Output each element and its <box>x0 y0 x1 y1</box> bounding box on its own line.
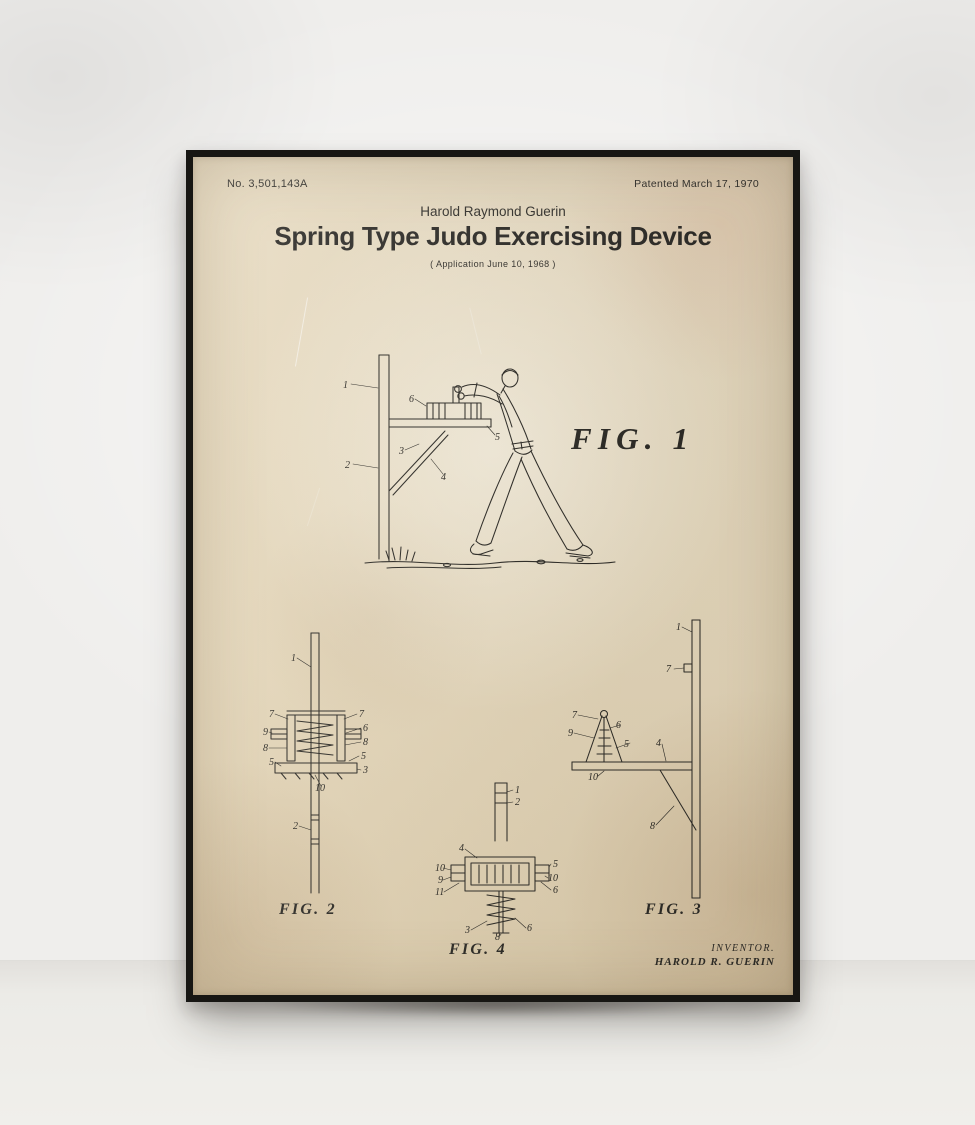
ref-numeral: 1 <box>676 622 681 633</box>
fig3-leader-lines <box>573 626 693 826</box>
author-name: Harold Raymond Guerin <box>420 204 566 219</box>
ref-numeral: 2 <box>515 797 520 808</box>
ref-numeral: 7 <box>572 710 578 721</box>
fig3-brace <box>659 769 697 831</box>
ref-numeral: 5 <box>361 751 366 762</box>
fig4-leader-lines <box>442 789 552 938</box>
ref-numeral: 2 <box>345 460 350 471</box>
ref-numeral: 6 <box>409 394 414 405</box>
patent-poster: No. 3,501,143A Patented March 17, 1970 H… <box>193 157 793 995</box>
ref-numeral: 5 <box>624 739 629 750</box>
ref-numeral: 7 <box>666 664 672 675</box>
ref-numeral: 6 <box>553 885 558 896</box>
ref-numeral: 10 <box>315 783 325 794</box>
fig1-label: FIG. 1 <box>571 421 695 456</box>
fig2-spring-housing <box>270 710 362 780</box>
scratch-mark <box>294 297 309 367</box>
ref-numeral: 3 <box>362 765 368 776</box>
inventor-name: HAROLD R. GUERIN <box>654 956 775 968</box>
ref-numeral: 5 <box>269 757 274 768</box>
fig3-label: FIG. 3 <box>645 901 703 918</box>
ref-numeral: 10 <box>588 772 598 783</box>
application-date: ( Application June 10, 1968 ) <box>430 259 556 269</box>
ref-numeral: 8 <box>495 932 500 943</box>
ref-numeral: 8 <box>650 821 655 832</box>
patent-date: Patented March 17, 1970 <box>634 178 759 190</box>
fig1-person <box>454 368 593 559</box>
ref-numeral: 9 <box>263 727 268 738</box>
patent-title: Spring Type Judo Exercising Device <box>274 221 712 251</box>
ref-numeral: 1 <box>515 785 520 796</box>
ref-numeral: 6 <box>363 723 368 734</box>
ref-numeral: 9 <box>438 875 443 886</box>
fig3-drawing: 1 7 7 9 6 5 4 10 8 <box>568 619 701 899</box>
ref-numeral: 11 <box>435 887 444 898</box>
ref-numeral: 1 <box>291 653 296 664</box>
ref-numeral: 4 <box>656 738 661 749</box>
ref-numeral: 3 <box>464 925 470 936</box>
fig3-post <box>683 619 701 899</box>
fig4-spring <box>486 890 516 934</box>
ref-numeral: 8 <box>363 737 368 748</box>
fig4-drawing: 1 2 4 10 9 11 5 10 6 3 8 6 <box>435 782 558 943</box>
ref-numeral: 3 <box>398 446 404 457</box>
fig2-drawing: 1 7 9 8 5 7 6 8 5 3 10 2 <box>263 632 368 894</box>
ref-numeral: 8 <box>263 743 268 754</box>
patent-number: No. 3,501,143A <box>227 178 308 190</box>
fig4-post <box>494 782 508 842</box>
fig2-leader-lines <box>268 657 362 831</box>
fig3-spring-assembly <box>585 709 623 763</box>
fig1-handle <box>452 386 460 404</box>
fig1-arm <box>388 418 492 428</box>
ref-numeral: 6 <box>527 923 532 934</box>
ref-numeral: 10 <box>548 873 558 884</box>
fig1-spring-pad <box>426 402 482 420</box>
ref-numeral: 4 <box>459 843 464 854</box>
scratch-mark <box>306 487 321 527</box>
ref-numeral: 2 <box>293 821 298 832</box>
poster-frame: No. 3,501,143A Patented March 17, 1970 H… <box>186 150 800 1002</box>
fig2-label: FIG. 2 <box>279 901 337 918</box>
fig4-housing <box>450 856 550 892</box>
ref-numeral: 5 <box>495 432 500 443</box>
ref-numeral: 1 <box>343 380 348 391</box>
inventor-signature: INVENTOR. HAROLD R. GUERIN <box>655 943 775 968</box>
fig1-brace <box>388 430 449 496</box>
ref-numeral: 6 <box>616 720 621 731</box>
ref-numeral: 7 <box>359 709 365 720</box>
fig4-label: FIG. 4 <box>449 941 507 958</box>
fig3-arm <box>571 761 693 771</box>
ref-numeral: 4 <box>441 472 446 483</box>
inventor-caption: INVENTOR. <box>711 943 775 954</box>
fig1-leader-lines <box>350 383 496 475</box>
ref-numeral: 7 <box>269 709 275 720</box>
ref-numeral: 5 <box>553 859 558 870</box>
fig1-ground <box>364 546 616 569</box>
ref-numeral: 10 <box>435 863 445 874</box>
ref-numeral: 9 <box>568 728 573 739</box>
fig1-post <box>378 354 390 562</box>
fig1-drawing: 1 6 3 2 4 5 <box>343 354 616 569</box>
